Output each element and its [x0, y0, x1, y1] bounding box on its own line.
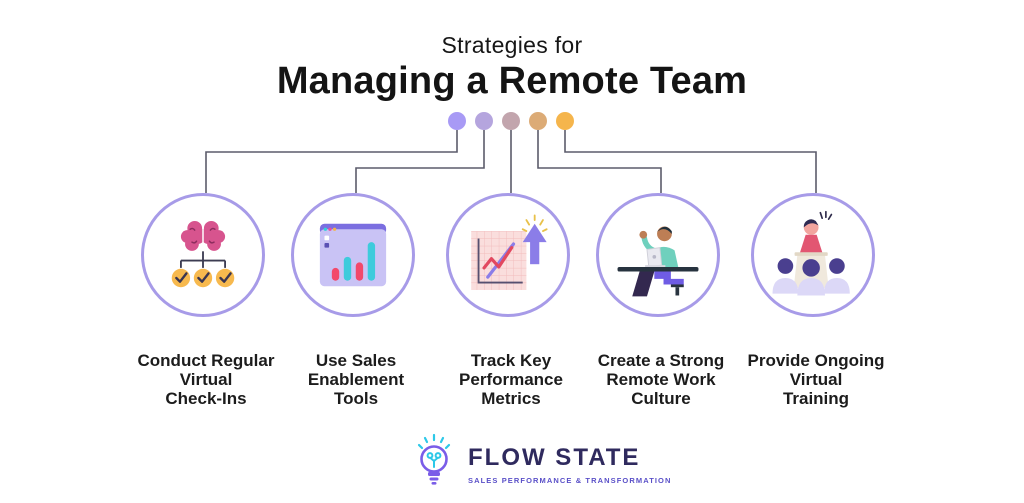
- subtitle: Strategies for: [441, 32, 583, 58]
- card-circle-metrics: [446, 193, 570, 317]
- connector-2: [355, 130, 485, 193]
- dot-1: [448, 112, 466, 130]
- growth-chart-arrow-icon: [471, 214, 548, 290]
- dot-2: [475, 112, 493, 130]
- lightbulb-icon: [417, 433, 451, 485]
- dot-4: [529, 112, 547, 130]
- bar-chart-window-icon: [319, 223, 387, 287]
- card-circle-check-ins: [141, 193, 265, 317]
- card-circle-sales-tools: [291, 193, 415, 317]
- card-label-training: Provide Ongoing Virtual Training: [747, 351, 885, 408]
- brain-checklist-icon: [171, 220, 235, 288]
- card-circle-culture: [596, 193, 720, 317]
- brand-logo: FLOW STATE SALES PERFORMANCE & TRANSFORM…: [410, 432, 672, 490]
- brand-name: FLOW STATE: [468, 444, 641, 471]
- card-label-sales-tools: Use Sales Enablement Tools: [307, 351, 405, 408]
- presenter-audience-icon: [772, 210, 850, 296]
- title-dots: [448, 112, 574, 130]
- connector-5: [564, 130, 817, 193]
- person-at-desk-icon: [617, 226, 699, 297]
- brand-tagline: SALES PERFORMANCE & TRANSFORMATION: [468, 476, 672, 485]
- page-title: Managing a Remote Team: [276, 60, 748, 102]
- card-label-culture: Create a Strong Remote Work Culture: [597, 351, 725, 408]
- card-label-check-ins: Conduct Regular Virtual Check-Ins: [137, 351, 275, 408]
- dot-5: [556, 112, 574, 130]
- card-label-metrics: Track Key Performance Metrics: [459, 351, 563, 408]
- card-circle-training: [751, 193, 875, 317]
- dot-3: [502, 112, 520, 130]
- connector-1: [205, 130, 458, 193]
- connector-4: [537, 130, 662, 193]
